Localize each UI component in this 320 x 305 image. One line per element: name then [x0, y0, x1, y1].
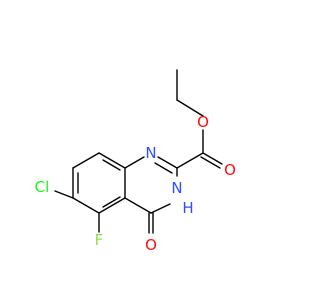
- bond: [72, 197, 100, 214]
- fluorine-label: F: [95, 231, 104, 249]
- ester-carbonyl-oxygen-label: O: [224, 161, 236, 179]
- bond: [176, 152, 204, 169]
- bond: [154, 162, 173, 174]
- structure-canvas: N N H O O O Cl F: [35, 69, 236, 254]
- n3-label: N: [171, 179, 182, 197]
- bond: [150, 203, 171, 214]
- bond: [102, 159, 121, 171]
- molecule-structure: N N H O O O Cl F: [35, 69, 236, 254]
- bond: [98, 197, 126, 214]
- bond: [202, 152, 223, 165]
- bond: [176, 99, 204, 117]
- bond: [157, 156, 178, 169]
- ester-ether-oxygen-label: O: [197, 113, 209, 131]
- n3-hydrogen-label: H: [182, 199, 193, 217]
- carbonyl-oxygen-label: O: [145, 236, 157, 254]
- bond: [200, 156, 221, 169]
- n1-label: N: [145, 144, 156, 162]
- bond: [98, 152, 126, 169]
- bond: [124, 197, 152, 214]
- bond: [102, 196, 121, 208]
- bond: [124, 156, 145, 169]
- bond: [54, 190, 74, 199]
- chlorine-label: Cl: [35, 178, 50, 196]
- bond: [72, 152, 100, 169]
